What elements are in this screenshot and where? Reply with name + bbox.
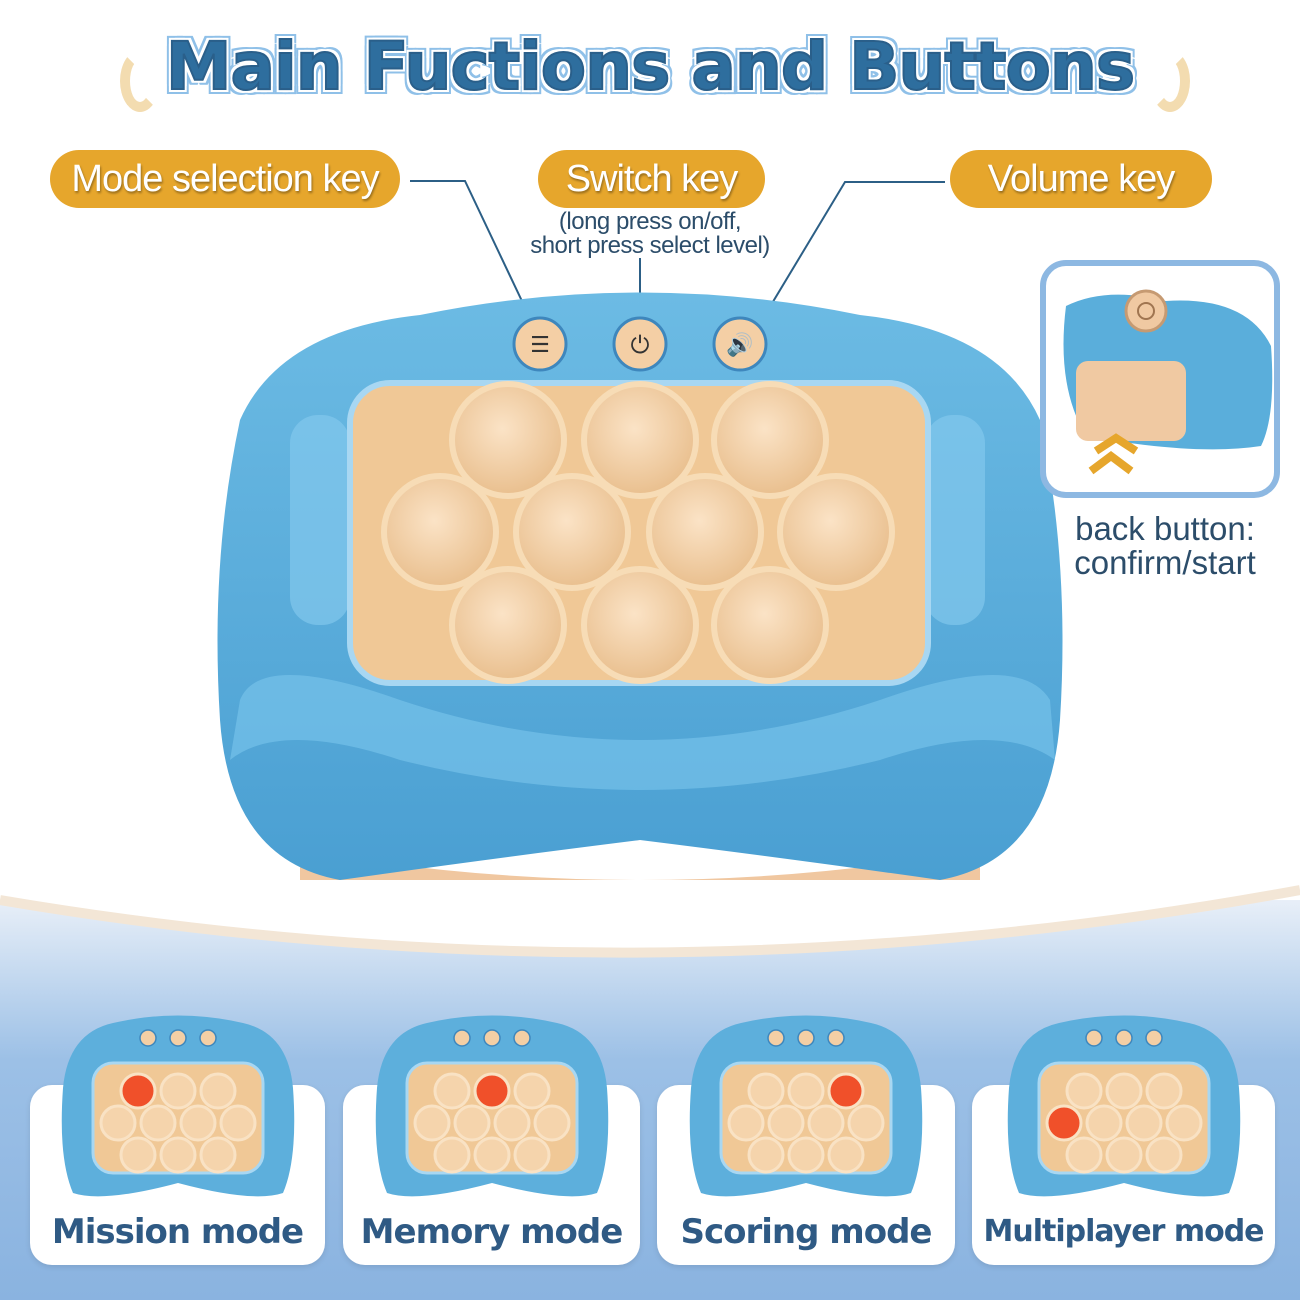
mini-bubble — [1085, 1104, 1122, 1142]
mini-bubble — [787, 1072, 825, 1110]
mini-bubble — [1145, 1072, 1182, 1110]
mode-selection-button: ☰ — [512, 316, 568, 372]
mini-bubble — [493, 1104, 530, 1142]
mini-bubble — [1105, 1136, 1142, 1174]
pop-bubble — [449, 566, 567, 684]
mode-label: Mission mode — [51, 1212, 304, 1252]
toy-main-image: ☰ ⏻ 🔊 — [217, 292, 1063, 945]
mini-bubble — [199, 1072, 236, 1110]
lit-bubble — [473, 1072, 510, 1110]
lit-bubble — [119, 1072, 156, 1110]
power-button: ⏻ — [612, 316, 668, 372]
switch-key-note: (long press on/off, short press select l… — [480, 210, 820, 258]
mini-bubble — [1105, 1072, 1142, 1110]
mini-bubble — [807, 1104, 845, 1142]
mini-toy-image — [53, 1008, 303, 1213]
mini-toy-image — [367, 1008, 617, 1213]
mini-toy-image — [999, 1008, 1249, 1213]
lit-bubble — [1045, 1104, 1082, 1142]
svg-text:⏻: ⏻ — [631, 331, 650, 359]
mini-bubble — [787, 1136, 825, 1174]
mini-bubble — [219, 1104, 256, 1142]
back-button-caption: back button: confirm/start — [1040, 512, 1290, 580]
svg-text:🔊: 🔊 — [726, 331, 753, 358]
lit-bubble — [827, 1072, 865, 1110]
mini-bubble — [747, 1072, 785, 1110]
mode-selection-key-label: Mode selection key — [50, 150, 400, 208]
mini-bubble — [513, 1136, 550, 1174]
mini-bubble — [1165, 1104, 1202, 1142]
switch-key-label: Switch key — [538, 150, 765, 208]
switch-note-line-1: (long press on/off, — [558, 208, 742, 235]
pop-bubble — [646, 473, 764, 591]
pop-bubble — [381, 473, 499, 591]
mini-bubble — [453, 1104, 490, 1142]
mini-bubble — [473, 1136, 510, 1174]
mini-bubble — [747, 1136, 785, 1174]
mini-bubble — [513, 1072, 550, 1110]
mode-label: Memory mode — [360, 1212, 624, 1252]
mini-toy-image — [681, 1008, 931, 1213]
mini-bubble — [847, 1104, 885, 1142]
mini-bubble — [199, 1136, 236, 1174]
mini-bubble — [533, 1104, 570, 1142]
mini-bubble — [767, 1104, 805, 1142]
pop-bubble — [581, 381, 699, 499]
mode-label: Scoring mode — [680, 1212, 933, 1252]
pop-bubble — [711, 381, 829, 499]
moon-decoration-right — [1150, 50, 1190, 112]
pop-bubble — [711, 566, 829, 684]
volume-key-label: Volume key — [950, 150, 1212, 208]
pop-bubble — [777, 473, 895, 591]
wave-divider — [0, 880, 1300, 958]
back-button-line-2: confirm/start — [1074, 544, 1256, 581]
pop-bubble — [513, 473, 631, 591]
page-title: Main Fuctions and Buttons — [165, 27, 1136, 106]
mini-bubble — [1065, 1136, 1102, 1174]
mini-bubble — [1145, 1136, 1182, 1174]
back-button-line-1: back button: — [1075, 510, 1255, 547]
mini-bubble — [433, 1136, 470, 1174]
moon-decoration-left — [120, 50, 160, 112]
pop-bubble — [449, 381, 567, 499]
svg-text:☰: ☰ — [530, 333, 550, 358]
mini-bubble — [727, 1104, 765, 1142]
mini-bubble — [413, 1104, 450, 1142]
mini-bubble — [179, 1104, 216, 1142]
mini-bubble — [1125, 1104, 1162, 1142]
mode-label: Multiplayer mode — [983, 1214, 1264, 1249]
toy-back-image — [1063, 289, 1273, 475]
switch-note-line-2: short press select level) — [530, 232, 770, 259]
back-view-inset — [1040, 260, 1280, 498]
mini-bubble — [159, 1072, 196, 1110]
pop-bubble — [581, 566, 699, 684]
mini-bubble — [827, 1136, 865, 1174]
volume-button: 🔊 — [712, 316, 768, 372]
mini-bubble — [139, 1104, 176, 1142]
mini-bubble — [433, 1072, 470, 1110]
mini-bubble — [159, 1136, 196, 1174]
mini-bubble — [1065, 1072, 1102, 1110]
mini-bubble — [99, 1104, 136, 1142]
mini-bubble — [119, 1136, 156, 1174]
